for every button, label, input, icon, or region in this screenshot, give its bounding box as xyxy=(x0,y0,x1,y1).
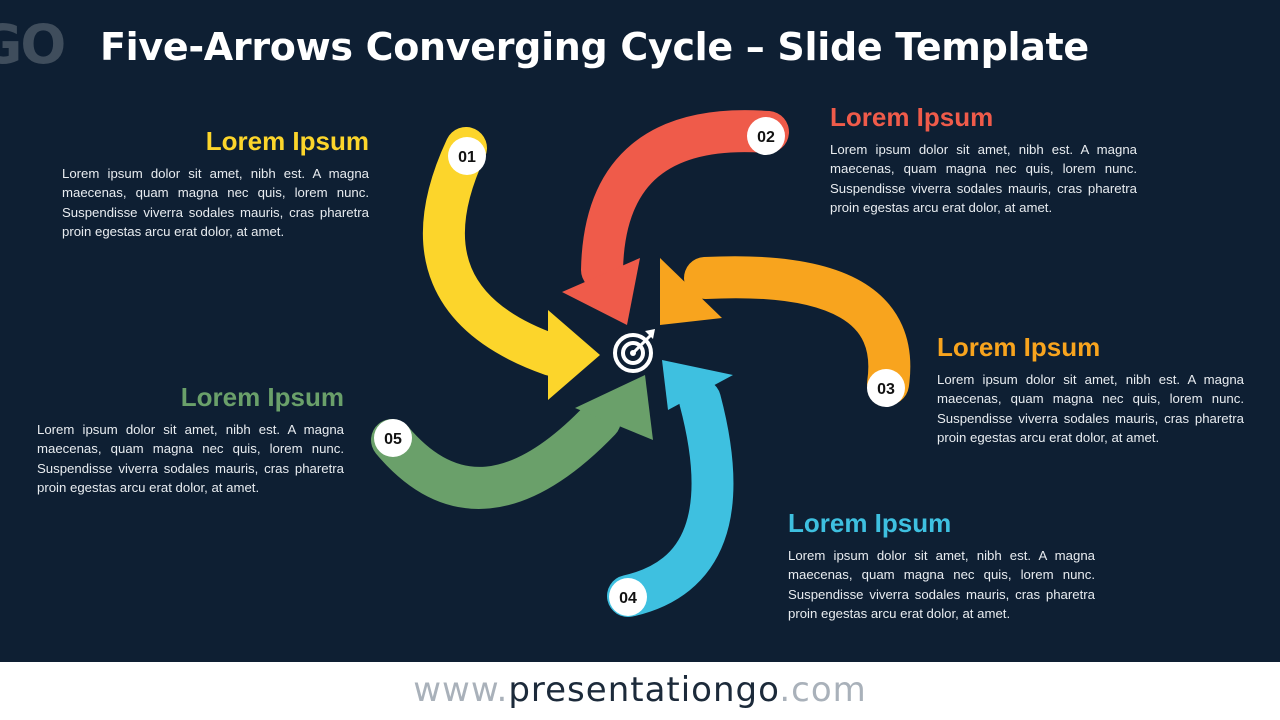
step-03-heading: Lorem Ipsum xyxy=(937,332,1101,362)
arrow-05: 05 xyxy=(371,375,653,509)
slide: GO Five-Arrows Converging Cycle – Slide … xyxy=(0,0,1280,662)
step-05: Lorem Ipsum Lorem ipsum dolor sit amet, … xyxy=(37,380,344,498)
converging-arrows-diagram: 01 02 03 04 05 xyxy=(371,110,911,617)
step-03-body: Lorem ipsum dolor sit amet, nibh est. A … xyxy=(937,372,1244,446)
step-04-heading: Lorem Ipsum xyxy=(788,508,952,538)
step-01: Lorem Ipsum Lorem ipsum dolor sit amet, … xyxy=(62,124,369,242)
badge-05 xyxy=(374,419,412,457)
arrow-04: 04 xyxy=(607,360,734,617)
step-05-heading: Lorem Ipsum xyxy=(180,382,344,412)
arrow-02: 02 xyxy=(562,110,789,325)
footer-suffix: .com xyxy=(779,670,867,710)
step-01-heading: Lorem Ipsum xyxy=(205,126,369,156)
logo-mark: GO xyxy=(0,13,66,76)
step-02-body: Lorem ipsum dolor sit amet, nibh est. A … xyxy=(830,142,1137,216)
badge-05-label: 05 xyxy=(384,431,402,448)
step-04-body: Lorem ipsum dolor sit amet, nibh est. A … xyxy=(788,548,1095,622)
badge-04 xyxy=(609,578,647,616)
badge-01 xyxy=(448,137,486,175)
arrow-04-shaft xyxy=(607,379,734,617)
arrow-02-shaft xyxy=(581,110,789,291)
badge-03-label: 03 xyxy=(877,381,895,398)
arrow-02-head xyxy=(562,258,640,325)
arrow-01-shaft xyxy=(423,127,573,376)
arrow-05-head xyxy=(575,375,653,440)
arrow-01: 01 xyxy=(423,127,600,400)
target-icon xyxy=(613,329,655,373)
arrow-04-head xyxy=(662,360,733,410)
badge-03 xyxy=(867,369,905,407)
badge-02-label: 02 xyxy=(757,129,775,146)
badge-01-label: 01 xyxy=(458,149,476,166)
step-02: Lorem Ipsum Lorem ipsum dolor sit amet, … xyxy=(830,100,1137,218)
footer-brand: presentationgo xyxy=(508,670,780,710)
step-01-body: Lorem ipsum dolor sit amet, nibh est. A … xyxy=(62,166,369,240)
arrow-03: 03 xyxy=(660,256,911,407)
arrow-03-head xyxy=(660,258,722,325)
badge-04-label: 04 xyxy=(619,590,637,607)
step-04: Lorem Ipsum Lorem ipsum dolor sit amet, … xyxy=(788,506,1095,624)
step-05-body: Lorem ipsum dolor sit amet, nibh est. A … xyxy=(37,422,344,496)
arrow-05-shaft xyxy=(371,399,621,509)
step-02-heading: Lorem Ipsum xyxy=(830,102,994,132)
slide-title: Five-Arrows Converging Cycle – Slide Tem… xyxy=(100,25,1089,69)
footer-url[interactable]: www.presentationgo.com xyxy=(0,662,1280,720)
footer-prefix: www. xyxy=(413,670,509,710)
arrow-01-head xyxy=(548,310,600,400)
badge-02 xyxy=(747,117,785,155)
step-03: Lorem Ipsum Lorem ipsum dolor sit amet, … xyxy=(937,330,1244,448)
arrow-03-shaft xyxy=(684,256,911,405)
